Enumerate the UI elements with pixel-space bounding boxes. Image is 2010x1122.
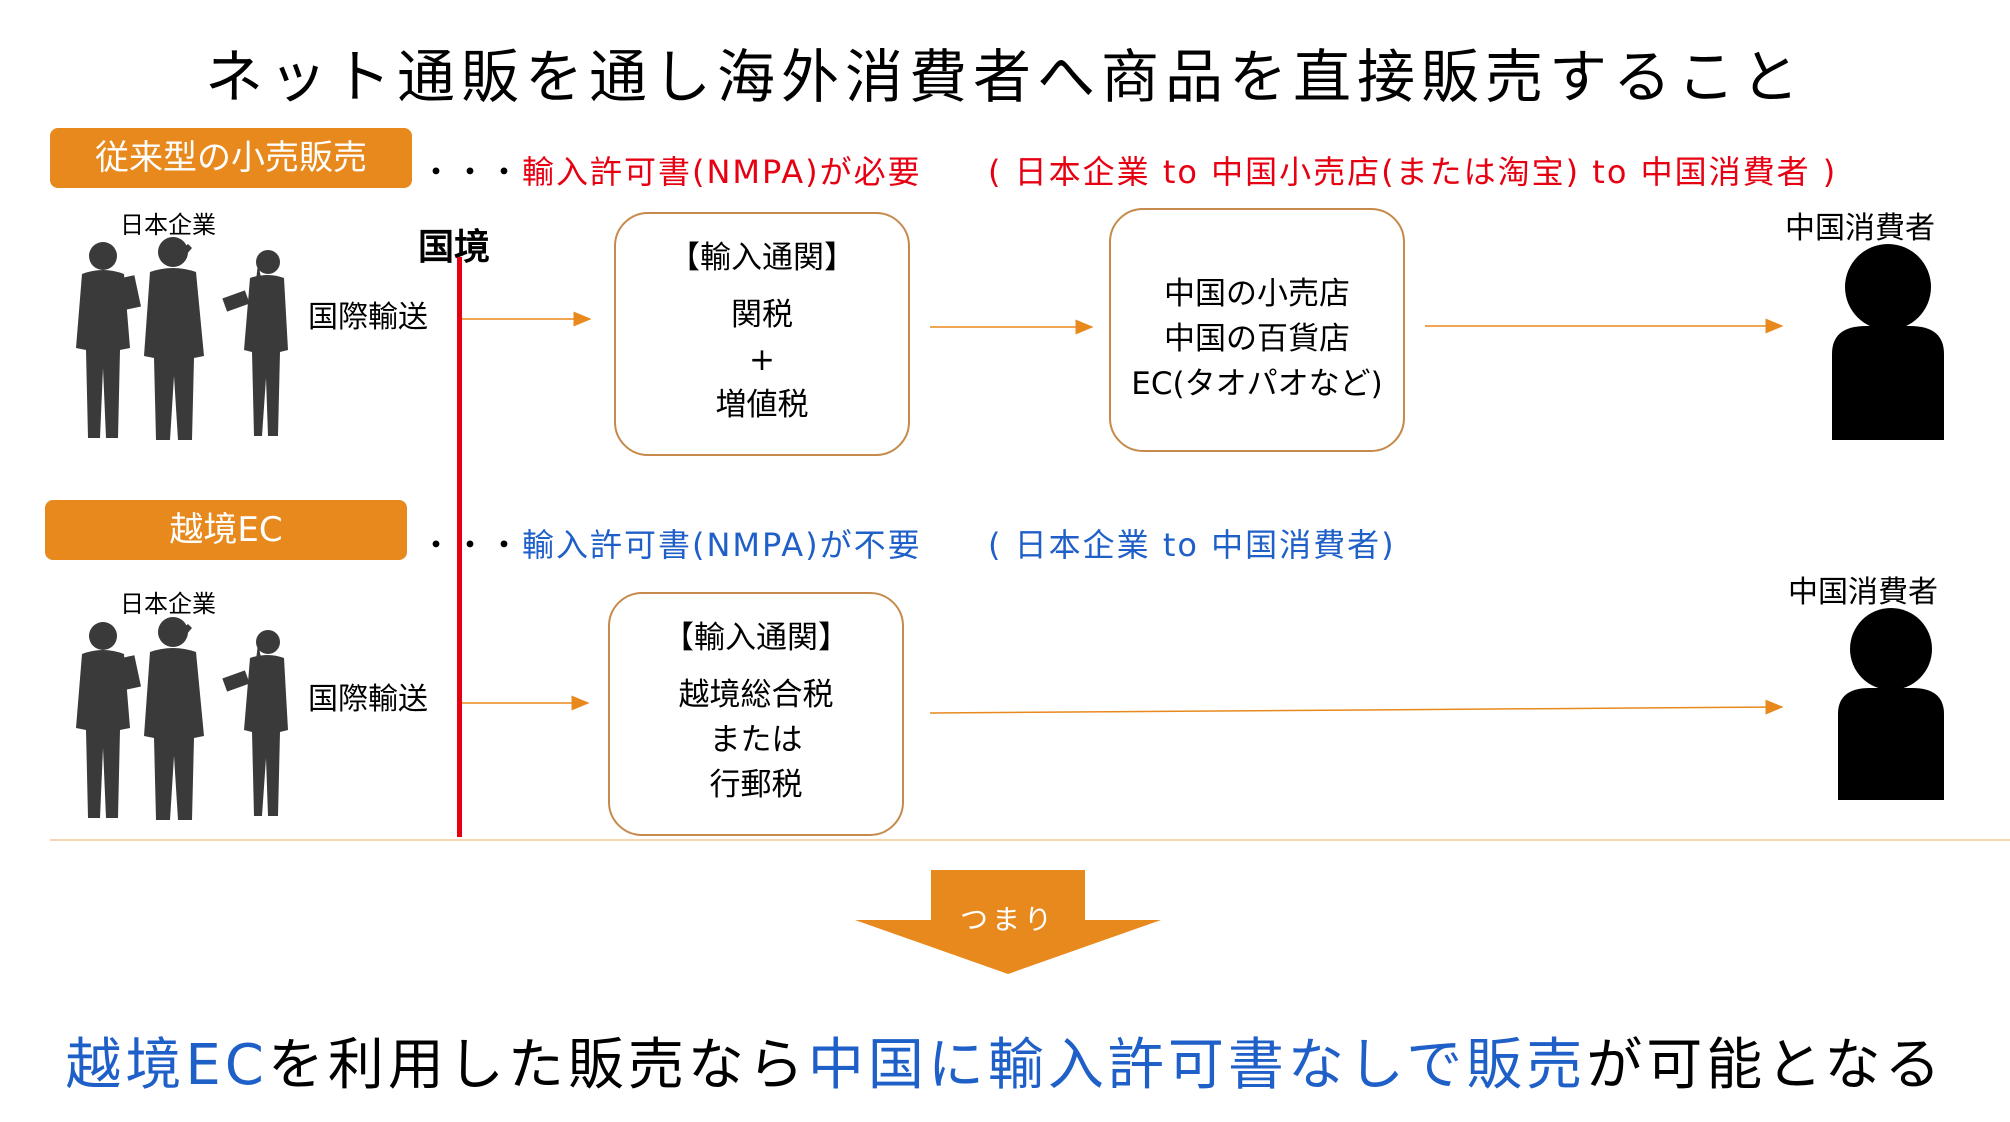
customs-line: + bbox=[749, 342, 775, 378]
conclusion-text: 越境ECを利用した販売なら中国に輸入許可書なしで販売が可能となる bbox=[0, 1020, 2010, 1101]
conclusion-part-3: 中国に輸入許可書なしで販売 bbox=[807, 1033, 1587, 1098]
traditional-consumer-label: 中国消費者 bbox=[1785, 211, 1935, 246]
traditional-customs-box: 【輸入通関】 関税 + 増値税 bbox=[614, 212, 910, 456]
customs-line: 増値税 bbox=[715, 387, 809, 423]
arrow-label: つまり bbox=[959, 903, 1056, 936]
customs-line: 関税 bbox=[731, 297, 793, 333]
crossborder-company-label: 日本企業 bbox=[120, 590, 216, 618]
crossborder-ec-tag: 越境EC bbox=[45, 500, 407, 560]
border-label: 国境 bbox=[418, 227, 491, 268]
retail-line: 中国の百貨店 bbox=[1164, 321, 1350, 357]
business-people-icon bbox=[76, 237, 288, 440]
china-retail-box: 中国の小売店 中国の百貨店 EC(タオパオなど) bbox=[1109, 208, 1405, 452]
border-line bbox=[457, 257, 462, 837]
consumer-person-icon bbox=[1838, 608, 1944, 800]
conclusion-part-4: が可能となる bbox=[1586, 1033, 1945, 1098]
consumer-person-icon bbox=[1832, 244, 1944, 440]
arrow-customs-to-consumer-ec bbox=[929, 699, 1784, 715]
down-arrow-icon bbox=[855, 870, 1161, 974]
traditional-license-required: 輸入許可書(NMPA)が必要 bbox=[522, 153, 922, 191]
traditional-shipping-label: 国際輸送 bbox=[308, 300, 428, 335]
crossborder-customs-box: 【輸入通関】 越境総合税 または 行郵税 bbox=[608, 592, 904, 836]
customs-line: 越境総合税 bbox=[678, 677, 834, 713]
traditional-flow-note: ( 日本企業 to 中国小売店(または淘宝) to 中国消費者 ) bbox=[988, 153, 1838, 191]
customs-title: 【輸入通関】 bbox=[663, 620, 849, 656]
crossborder-dots: ・・・ bbox=[420, 526, 523, 564]
traditional-company-label: 日本企業 bbox=[120, 211, 216, 239]
conclusion-part-1: 越境EC bbox=[65, 1033, 268, 1098]
traditional-retail-tag: 従来型の小売販売 bbox=[50, 128, 412, 188]
customs-line: または bbox=[709, 722, 803, 758]
customs-title: 【輸入通関】 bbox=[669, 240, 855, 276]
crossborder-flow-note: ( 日本企業 to 中国消費者) bbox=[988, 526, 1396, 564]
crossborder-shipping-label: 国際輸送 bbox=[308, 682, 428, 717]
crossborder-license-not-required: 輸入許可書(NMPA)が不要 bbox=[522, 526, 922, 564]
business-people-icon bbox=[76, 617, 288, 820]
customs-line: 行郵税 bbox=[709, 767, 803, 803]
page-title: ネット通販を通し海外消費者へ商品を直接販売すること bbox=[204, 43, 1805, 111]
traditional-dots: ・・・ bbox=[420, 153, 523, 191]
crossborder-consumer-label: 中国消費者 bbox=[1788, 575, 1938, 610]
retail-line: 中国の小売店 bbox=[1164, 276, 1350, 312]
conclusion-part-2: を利用した販売なら bbox=[267, 1033, 808, 1098]
retail-line: EC(タオパオなど) bbox=[1131, 366, 1383, 402]
